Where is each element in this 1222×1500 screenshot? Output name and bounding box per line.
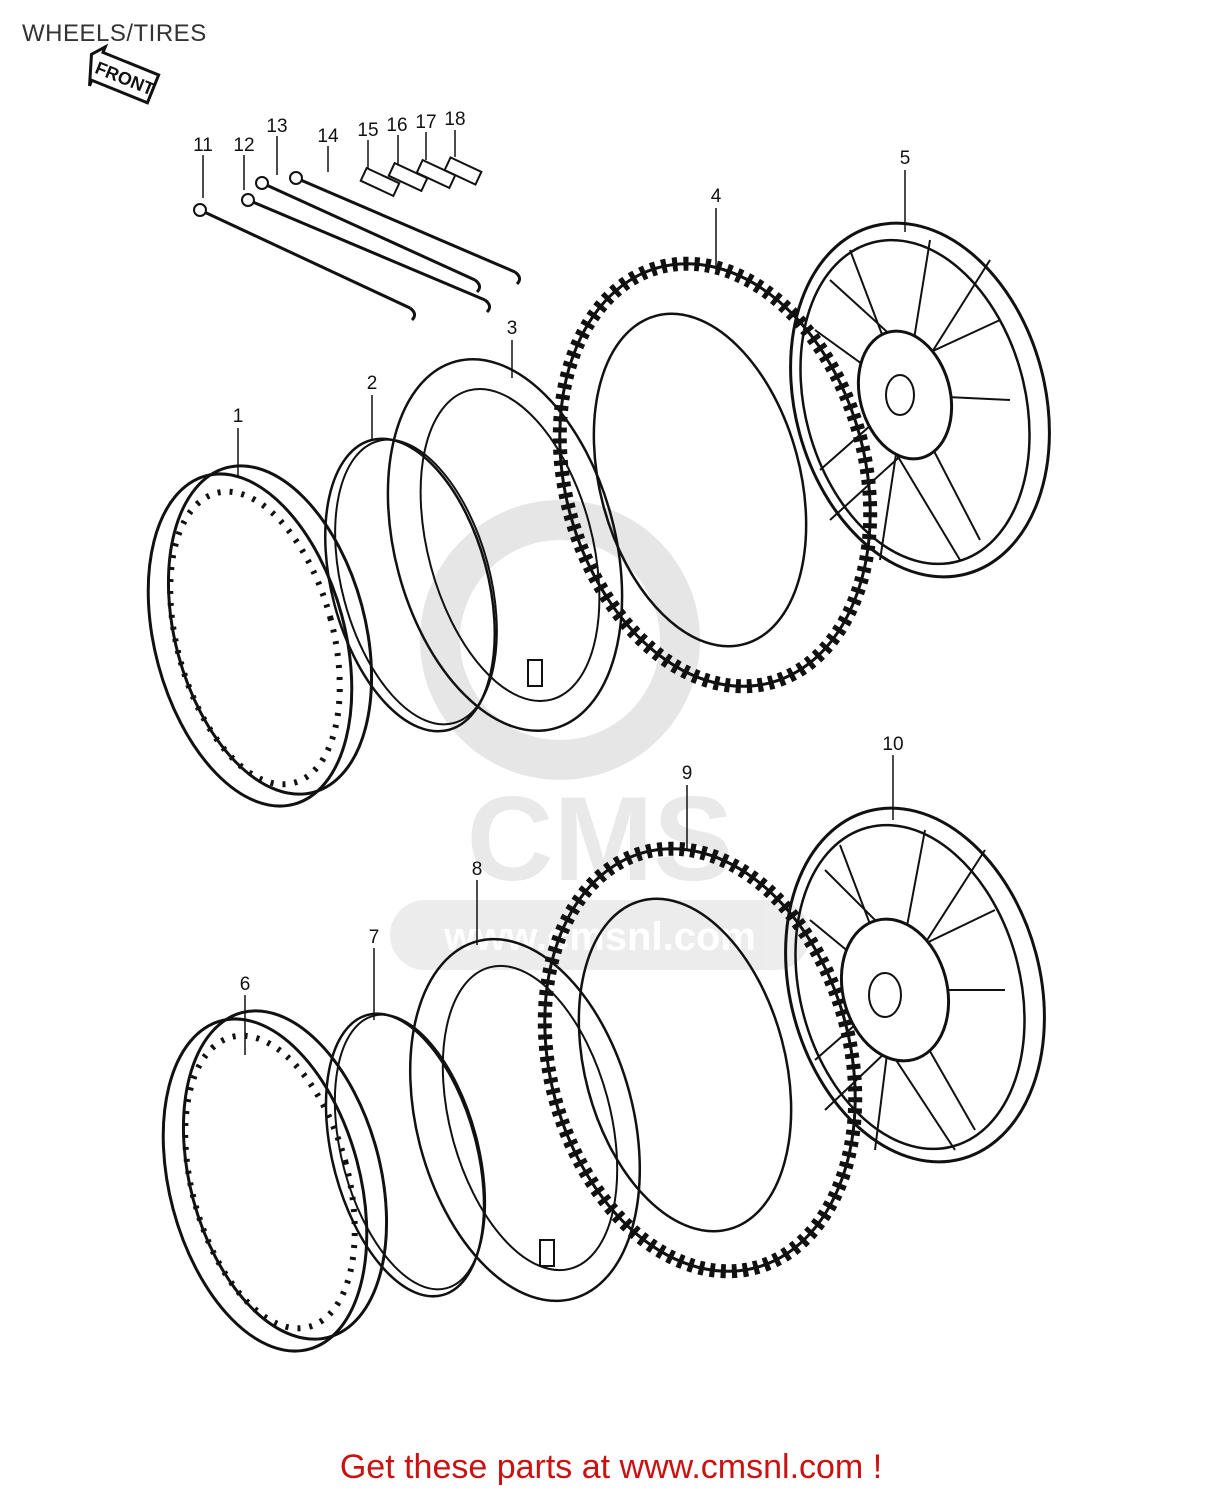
spoke-14 [289, 171, 522, 286]
callout-3: 3 [507, 318, 518, 339]
lower-tube [408, 937, 642, 1303]
callout-11: 11 [193, 135, 213, 156]
spoke-11 [193, 203, 417, 322]
lower-rim-band [324, 1012, 487, 1298]
upper-rim [146, 464, 374, 808]
lower-spoked-wheel [784, 806, 1046, 1164]
nipple-16 [387, 161, 429, 193]
spoke-13 [255, 176, 482, 294]
upper-spoked-wheel [789, 221, 1051, 579]
upper-tube [386, 358, 624, 732]
callout-8: 8 [472, 859, 483, 880]
cta-link[interactable]: Get these parts at www.cmsnl.com ! [339, 1448, 883, 1486]
lower-tube-valve [539, 1239, 555, 1267]
callout-16: 16 [386, 115, 407, 136]
callout-7: 7 [369, 927, 380, 948]
watermark-logo-text: CMS [467, 772, 734, 906]
callout-leaders [202, 130, 906, 1055]
page-title: WHEELS/TIRES [22, 20, 207, 47]
hardware-group [193, 156, 522, 322]
upper-tire [552, 256, 878, 694]
nipple-15 [359, 166, 401, 198]
callout-5: 5 [900, 148, 911, 169]
callout-13: 13 [266, 116, 287, 137]
callout-17: 17 [415, 112, 436, 133]
nipple-17 [415, 158, 457, 190]
front-direction-arrow: FRONT [88, 43, 161, 105]
callout-4: 4 [711, 186, 722, 207]
callout-1: 1 [233, 406, 244, 427]
callout-9: 9 [682, 763, 693, 784]
nipple-18 [443, 156, 483, 186]
callout-6: 6 [240, 974, 251, 995]
lower-rim [161, 1009, 389, 1353]
callout-labels: 1 2 3 4 5 6 7 8 9 10 11 12 13 14 15 16 1… [193, 109, 910, 995]
lower-tire [537, 841, 863, 1279]
watermark-url: www.cmsnl.com [443, 915, 756, 959]
callout-15: 15 [357, 120, 378, 141]
callout-18: 18 [444, 109, 465, 130]
callout-12: 12 [233, 135, 254, 156]
spoke-12 [241, 193, 492, 314]
upper-rim-band [323, 437, 498, 733]
callout-10: 10 [882, 734, 903, 755]
callout-14: 14 [317, 126, 339, 147]
upper-tube-valve [527, 659, 543, 687]
callout-2: 2 [367, 373, 378, 394]
